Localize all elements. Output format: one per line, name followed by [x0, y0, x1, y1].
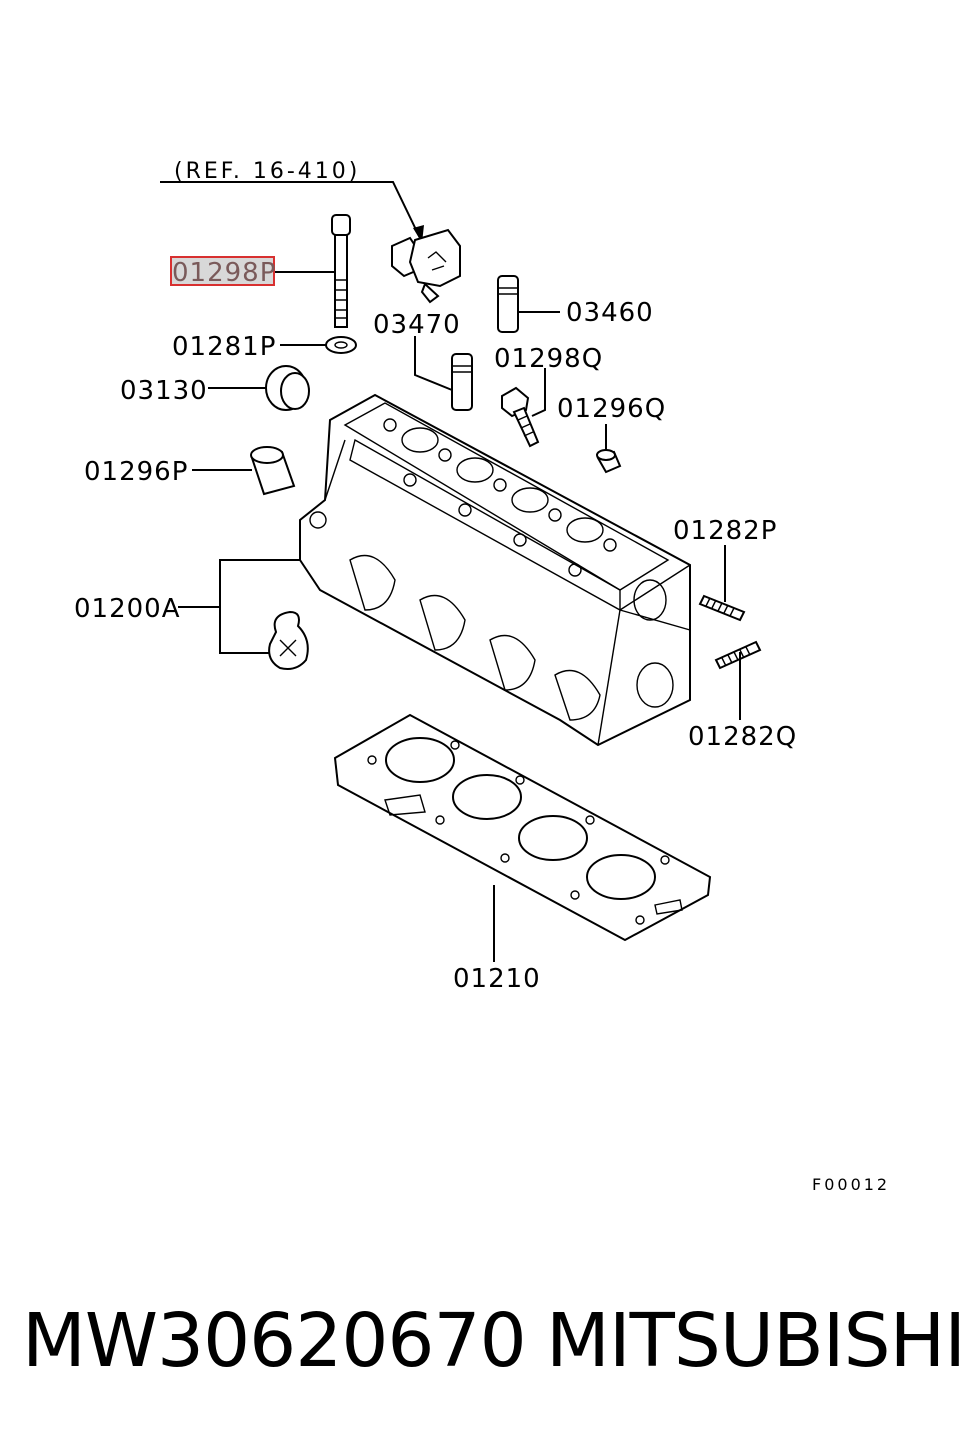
cylinder-head-01200A: 01200A — [74, 393, 691, 747]
label-03130: 03130 — [120, 376, 208, 406]
cap-01296Q: 01296Q — [557, 394, 666, 474]
part-number: MW30620670 — [22, 1298, 527, 1384]
dowel-03470: 03470 — [373, 310, 473, 411]
seal-03130: 03130 — [120, 365, 310, 411]
dowel-03460: 03460 — [497, 275, 654, 333]
bolt-01298Q: 01298Q — [494, 344, 603, 448]
label-01298P: 01298P — [172, 258, 276, 288]
label-03470: 03470 — [373, 310, 461, 340]
head-gasket-01210: 01210 — [333, 713, 712, 994]
label-01210: 01210 — [453, 964, 541, 994]
small-parts-bag — [268, 610, 309, 670]
bolt-01298P — [275, 214, 351, 328]
label-01200A: 01200A — [74, 594, 181, 624]
label-01296Q: 01296Q — [557, 394, 666, 424]
label-01298P-highlight: 01298P — [170, 256, 276, 288]
label-01298Q: 01298Q — [494, 344, 603, 374]
reference-callout: (REF. 16-410) — [160, 159, 424, 243]
stud-01282P: 01282P — [673, 516, 777, 622]
cap-01296P: 01296P — [84, 446, 296, 496]
label-01282P: 01282P — [673, 516, 777, 546]
reference-label: (REF. 16-410) — [174, 159, 360, 184]
label-01281P: 01281P — [172, 332, 276, 362]
brand-name: MITSUBISHI — [546, 1298, 960, 1384]
washer-01281P: 01281P — [172, 332, 357, 362]
label-03460: 03460 — [566, 298, 654, 328]
figure-code: F00012 — [812, 1175, 890, 1194]
stud-01282Q: 01282Q — [688, 640, 797, 752]
label-01282Q: 01282Q — [688, 722, 797, 752]
label-01296P: 01296P — [84, 457, 188, 487]
sensor-part — [391, 228, 461, 304]
